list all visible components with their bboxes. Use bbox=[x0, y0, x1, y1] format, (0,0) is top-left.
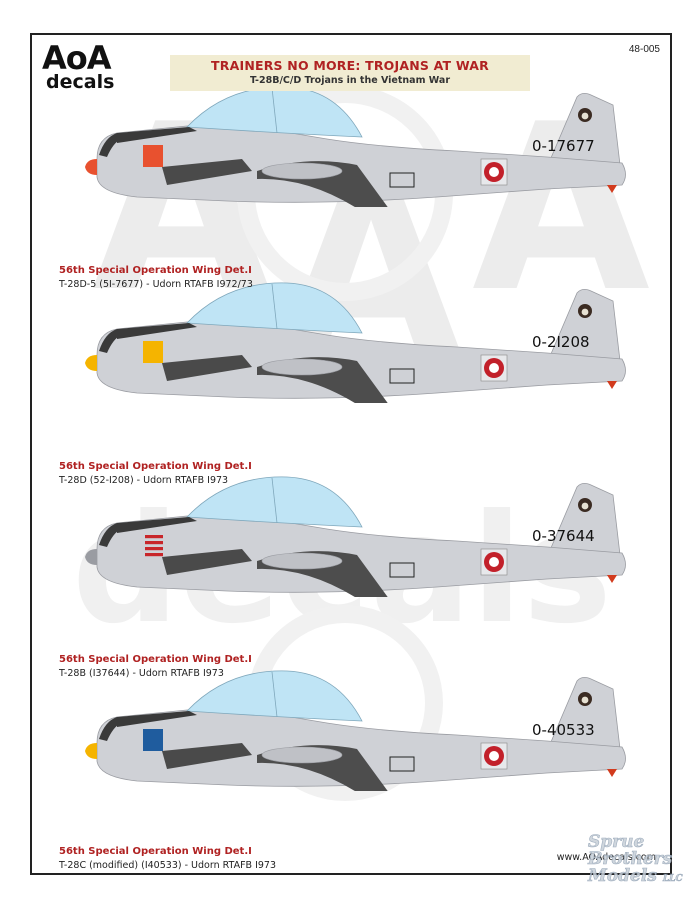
stamp-line: Models LLC bbox=[588, 866, 694, 888]
anti-glare-panel bbox=[117, 711, 197, 727]
cowling-ring bbox=[99, 329, 121, 353]
canopy-frame bbox=[271, 87, 278, 134]
title-banner: TRAINERS NO MORE: TROJANS AT WAR T-28B/C… bbox=[170, 55, 530, 91]
aircraft-description: T-28D-5 (5I-7677) - Udorn RTAFB I972/73 bbox=[59, 279, 253, 290]
tiger-face bbox=[581, 112, 589, 120]
tiger-face bbox=[581, 502, 589, 510]
roundel-center bbox=[489, 557, 499, 567]
stencil-box bbox=[389, 172, 415, 188]
aircraft-profile: 0-40533 bbox=[85, 670, 626, 791]
aircraft-profile: 0-37644 bbox=[85, 476, 626, 597]
aircraft-profile: 0-17677 bbox=[85, 86, 626, 207]
catalog-number: 48-005 bbox=[628, 44, 660, 55]
tail-serial-number: 0-2I208 bbox=[532, 333, 590, 351]
canopy-frame bbox=[271, 477, 278, 524]
wing-fairing bbox=[261, 358, 343, 376]
stamp-line: Sprue bbox=[588, 832, 645, 852]
roundel-center bbox=[489, 363, 499, 373]
propeller-spinner bbox=[85, 355, 97, 371]
website-url[interactable]: www.AOAdecals.com bbox=[556, 852, 656, 863]
stencil-box bbox=[389, 756, 415, 772]
sheet-title: TRAINERS NO MORE: TROJANS AT WAR bbox=[211, 58, 489, 73]
nose-stripe bbox=[145, 553, 163, 557]
tiger-face bbox=[581, 308, 589, 316]
sheet-subtitle: T-28B/C/D Trojans in the Vietnam War bbox=[249, 75, 451, 86]
unit-name: 56th Special Operation Wing Det.I bbox=[59, 461, 252, 472]
exhaust-stack bbox=[162, 743, 252, 769]
tiger-face bbox=[581, 696, 589, 704]
nose-color-panel bbox=[143, 729, 163, 751]
nose-color-panel bbox=[143, 145, 163, 167]
nose-stripe bbox=[145, 535, 163, 539]
wing-fairing bbox=[261, 746, 343, 764]
logo-mark: AoA bbox=[42, 39, 112, 77]
unit-name: 56th Special Operation Wing Det.I bbox=[59, 654, 252, 665]
profile-caption: 56th Special Operation Wing Det.I T-28D-… bbox=[59, 264, 253, 291]
aircraft-description: T-28C (modified) (I40533) - Udorn RTAFB … bbox=[59, 860, 277, 871]
tail-serial-number: 0-37644 bbox=[532, 527, 595, 545]
propeller-spinner bbox=[85, 743, 97, 759]
tail-light bbox=[607, 769, 617, 777]
aircraft-description: T-28D (52-I208) - Udorn RTAFB I973 bbox=[59, 475, 229, 486]
wing-fairing bbox=[261, 162, 343, 180]
cowling-ring bbox=[99, 133, 121, 157]
tail-light bbox=[607, 575, 617, 583]
watermark-letter: A bbox=[472, 76, 651, 343]
stencil-box bbox=[389, 368, 415, 384]
tail-serial-number: 0-17677 bbox=[532, 137, 595, 155]
retailer-watermark-stamp: Sprue Brothers Models LLC bbox=[588, 832, 694, 904]
aircraft-description: T-28B (I37644) - Udorn RTAFB I973 bbox=[59, 668, 224, 679]
exhaust-stack bbox=[162, 355, 252, 381]
stamp-suffix: LLC bbox=[662, 874, 683, 885]
stamp-line-text: Models bbox=[588, 866, 657, 886]
canopy-frame bbox=[271, 671, 278, 718]
wing-fairing bbox=[261, 552, 343, 570]
nose-stripe bbox=[145, 547, 163, 551]
unit-name: 56th Special Operation Wing Det.I bbox=[59, 846, 252, 857]
decal-sheet: A A A decals AoA decals 48-005 TRAINERS … bbox=[30, 33, 672, 875]
roundel-center bbox=[489, 751, 499, 761]
profile-caption: 56th Special Operation Wing Det.I T-28B … bbox=[59, 653, 252, 680]
exhaust-stack bbox=[162, 159, 252, 185]
aoa-logo: AoA decals bbox=[42, 39, 142, 93]
nose-stripe bbox=[145, 541, 163, 545]
anti-glare-panel bbox=[117, 323, 197, 339]
tail-light bbox=[607, 381, 617, 389]
cowling-ring bbox=[99, 523, 121, 547]
cowling-ring bbox=[99, 717, 121, 741]
canopy-frame bbox=[271, 283, 278, 330]
anti-glare-panel bbox=[117, 517, 197, 533]
propeller-spinner bbox=[85, 549, 97, 565]
roundel-center bbox=[489, 167, 499, 177]
tail-light bbox=[607, 185, 617, 193]
nose-color-panel bbox=[143, 341, 163, 363]
tail-serial-number: 0-40533 bbox=[532, 721, 595, 739]
anti-glare-panel bbox=[117, 127, 197, 143]
propeller-spinner bbox=[85, 159, 97, 175]
stamp-line: Brothers bbox=[588, 849, 673, 869]
profile-caption: 56th Special Operation Wing Det.I T-28D … bbox=[59, 460, 252, 487]
exhaust-stack bbox=[162, 549, 252, 575]
stencil-box bbox=[389, 562, 415, 578]
logo-wordmark: decals bbox=[46, 71, 115, 93]
profile-caption: 56th Special Operation Wing Det.I T-28C … bbox=[59, 845, 276, 872]
unit-name: 56th Special Operation Wing Det.I bbox=[59, 265, 252, 276]
aircraft-profile: 0-2I208 bbox=[85, 282, 626, 403]
